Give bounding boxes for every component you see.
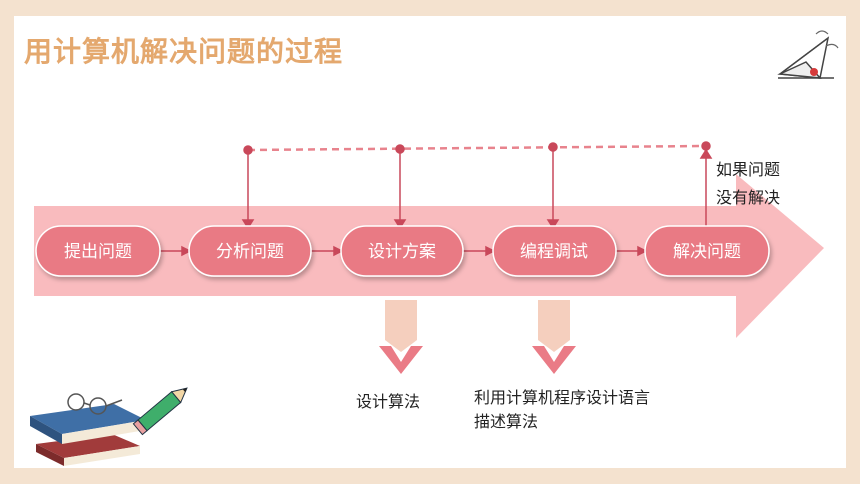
- annotation-2-line-1: 利用计算机程序设计语言: [474, 388, 651, 407]
- step-node-4: 编程调试: [492, 225, 617, 277]
- glasses-icon: [67, 393, 123, 415]
- paper-plane-icon: [777, 30, 839, 79]
- annotation-2: 利用计算机程序设计语言 描述算法: [474, 386, 650, 434]
- process-diagram: 提出问题 分析问题 设计方案 编程调试 解决问题: [30, 30, 839, 466]
- feedback-dashed-line: [247, 144, 707, 152]
- step-label-1: 提出问题: [64, 242, 132, 262]
- page-title: 用计算机解决问题的过程: [24, 35, 344, 68]
- books-icon: [30, 404, 146, 466]
- annotation-1: 设计算法: [356, 390, 420, 414]
- step-label-4: 编程调试: [520, 242, 588, 262]
- callout-arrow-1: [379, 300, 423, 374]
- loop-note: 如果问题 没有解决: [716, 156, 780, 212]
- step-label-2: 分析问题: [216, 242, 284, 262]
- step-label-5: 解决问题: [673, 242, 741, 262]
- annotation-1-line-1: 设计算法: [356, 392, 421, 411]
- step-node-5: 解决问题: [644, 225, 770, 277]
- slide: 用计算机解决问题的过程: [14, 16, 846, 468]
- loop-note-line-1: 如果问题: [716, 160, 781, 179]
- step-node-3: 设计方案: [340, 225, 464, 277]
- step-label-3: 设计方案: [368, 242, 436, 262]
- step-node-1: 提出问题: [35, 225, 161, 277]
- callout-arrow-2: [532, 300, 576, 374]
- feedback-connectors: [241, 141, 713, 230]
- step-node-2: 分析问题: [188, 225, 312, 277]
- step-arrows: [160, 245, 648, 257]
- annotation-2-line-2: 描述算法: [474, 412, 539, 431]
- loop-note-line-2: 没有解决: [716, 188, 781, 207]
- pencil-icon: [132, 387, 188, 436]
